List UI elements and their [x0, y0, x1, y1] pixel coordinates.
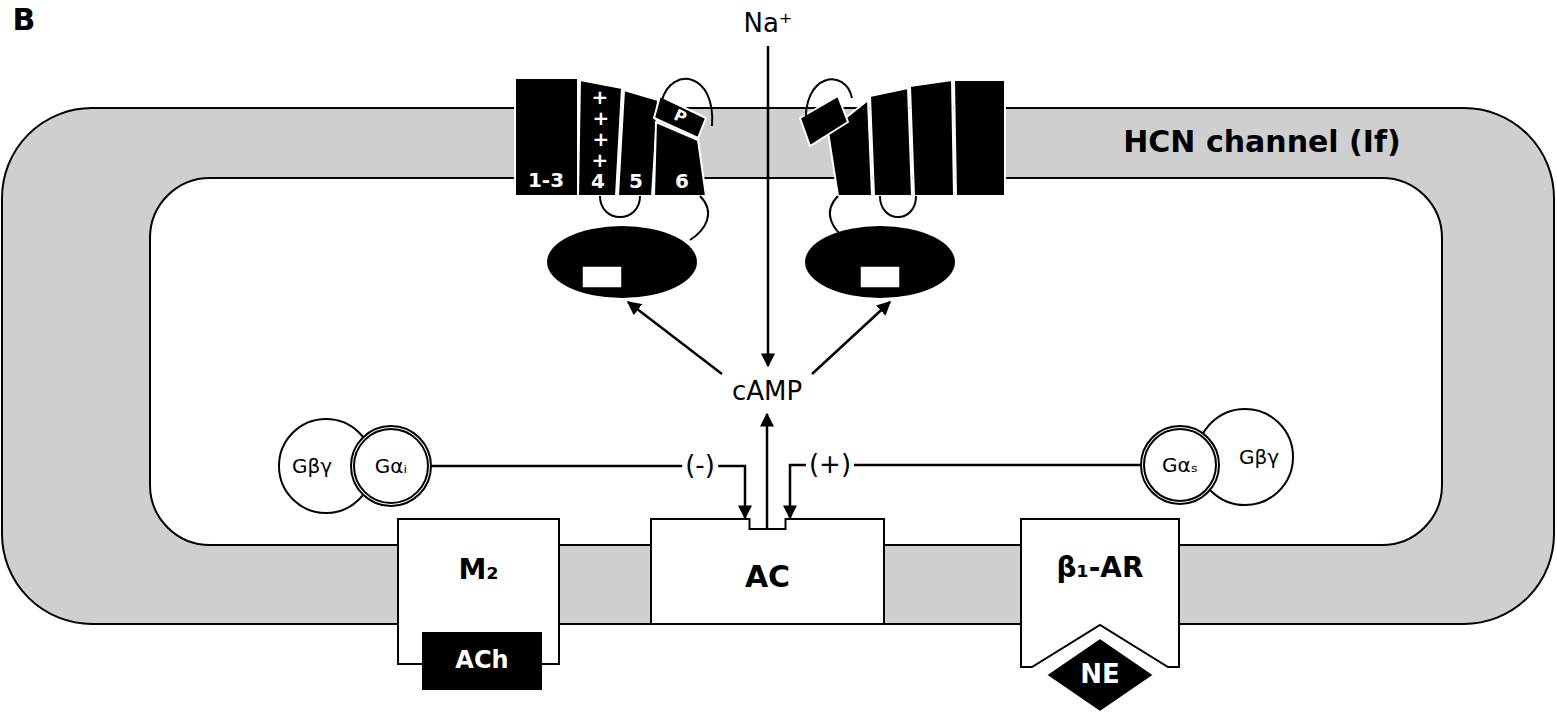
segment-number: 6 — [675, 170, 689, 193]
node-outline-path — [1046, 638, 1154, 712]
segment-number: 1-3 — [528, 169, 564, 192]
node-outline-path — [651, 519, 884, 624]
ligand-box: ACh — [422, 632, 542, 690]
second-messenger-label: cAMP — [732, 377, 802, 407]
node-text: M₂ — [458, 554, 498, 586]
camp-binding-site — [582, 266, 622, 288]
node-text: ACh — [455, 647, 508, 675]
camp-binding-arrow — [812, 302, 890, 374]
node-text: Gβγ — [1239, 446, 1279, 469]
channel-loops — [600, 79, 916, 240]
edge-label: (-) — [682, 451, 718, 481]
g-alpha-i-circle: Gαᵢ — [350, 425, 432, 507]
pore-label: P — [671, 106, 689, 128]
receptor-box: M₂ACh — [397, 518, 560, 665]
node-text: β₁-AR — [1056, 552, 1143, 584]
segment-number: 5 — [629, 170, 643, 193]
g-alpha-s-circle: Gαₛ — [1140, 425, 1220, 505]
channel-title: HCN channel (If) — [1123, 125, 1401, 160]
node-text: NE — [1080, 660, 1120, 690]
segment — [954, 80, 1005, 196]
node-text: AC — [745, 560, 790, 595]
charge-sign: + — [593, 107, 610, 130]
panel-letter: B — [13, 3, 36, 38]
segment-number: 4 — [591, 170, 605, 193]
charge-sign: + — [592, 86, 609, 109]
cytoplasm — [150, 178, 1442, 545]
cnbd-domain — [547, 226, 697, 298]
enzyme-box: AC — [650, 518, 885, 625]
segment-s5 — [618, 90, 658, 196]
camp-production-arrow — [766, 414, 769, 528]
membrane-band — [2, 108, 1554, 624]
hcn-subunit-right — [800, 80, 1005, 196]
pore-loop — [662, 79, 712, 126]
sodium-flow-arrow — [767, 46, 770, 366]
segment-s1-s3 — [515, 78, 578, 196]
node-text: Gβγ — [292, 455, 332, 478]
ligand-diamond: NE — [1045, 637, 1155, 713]
hcn-subunit-left — [515, 78, 706, 196]
node-text: Gαᵢ — [375, 455, 407, 478]
linker-loop — [880, 196, 916, 217]
charge-sign: + — [592, 149, 609, 172]
camp-binding-arrow — [628, 302, 722, 374]
camp-binding-site — [860, 266, 900, 288]
node-text: Gαₛ — [1162, 454, 1198, 477]
charge-sign: + — [593, 128, 610, 151]
linker-loop — [600, 196, 640, 217]
pore-loop — [806, 79, 852, 126]
c-linker — [690, 196, 708, 240]
segment-s4 — [578, 80, 622, 196]
cnbd-domain — [805, 226, 955, 298]
receptor-box: β₁-ARNE — [1020, 518, 1180, 668]
ion-label: Na⁺ — [743, 9, 792, 39]
pore-segment — [654, 96, 706, 138]
edge-label: (+) — [806, 450, 854, 480]
segment — [910, 80, 954, 196]
flow-arrows — [628, 46, 890, 528]
segment — [870, 88, 912, 196]
